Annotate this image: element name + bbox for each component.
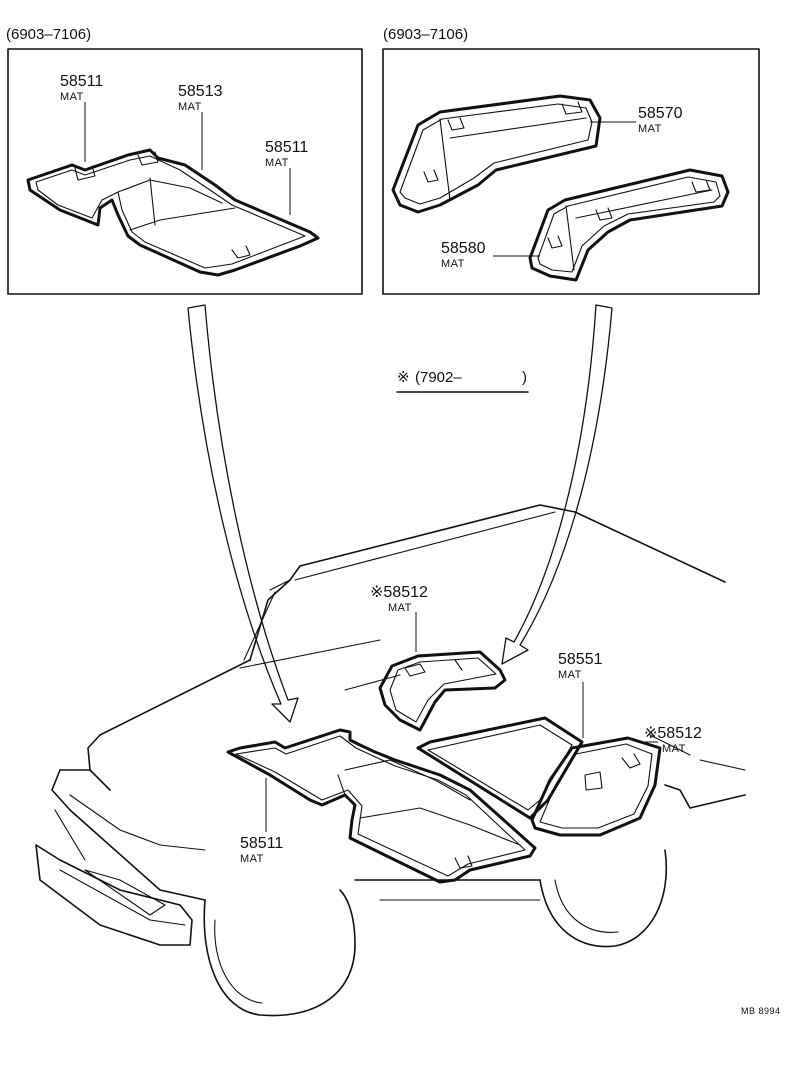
right-callout-1-part: 58570 [638,105,683,122]
left-box-period: (6903–7106) [6,26,91,43]
left-box: (6903–7106) 58511 MAT 58513 MAT 58511 MA… [6,26,363,295]
period-note: ※ (7902– ) [396,369,529,393]
right-box: (6903–7106) 58570 MAT 58580 MAT [382,26,760,295]
lower-wheelhouse-mat-drawing [528,168,730,282]
vehicle-callout-3-part: ※58512 [644,725,702,742]
installed-right-wheelhouse-mat-drawing [530,736,662,837]
vehicle-callout-2-name: MAT [558,669,582,681]
vehicle-callout-4-name: MAT [240,853,264,865]
right-pointer-arrow [501,304,613,665]
right-callout-2-name: MAT [441,258,465,270]
front-floor-mat-drawing [26,148,320,277]
vehicle-callout-2-part: 58551 [558,651,603,668]
installed-left-wheelhouse-mat-drawing [378,650,507,732]
left-callout-1-part: 58511 [60,73,103,90]
right-callout-2-part: 58580 [441,240,486,257]
note-symbol: ※ [397,369,410,386]
upper-wheelhouse-mat-drawing [391,94,602,214]
left-callout-2-part: 58513 [178,83,223,100]
vehicle-body-drawing [35,504,746,1017]
vehicle-callout-4-part: 58511 [240,835,283,852]
note-range: (7902– [415,369,462,386]
right-box-period: (6903–7106) [383,26,468,43]
installed-floor-mat-drawing [226,728,537,884]
left-pointer-arrow [187,304,299,723]
right-callout-1-name: MAT [638,123,662,135]
left-callout-2-name: MAT [178,101,202,113]
note-close: ) [522,369,527,386]
vehicle-callout-3-name: MAT [662,743,686,755]
left-box-frame [7,48,363,295]
vehicle-callout-1-part: ※58512 [370,584,428,601]
vehicle-callout-1-name: MAT [388,602,412,614]
left-callout-3-part: 58511 [265,139,308,156]
left-callout-3-name: MAT [265,157,289,169]
reference-code: MB 8994 [741,1006,781,1016]
left-callout-1-name: MAT [60,91,84,103]
right-box-frame [382,48,760,295]
